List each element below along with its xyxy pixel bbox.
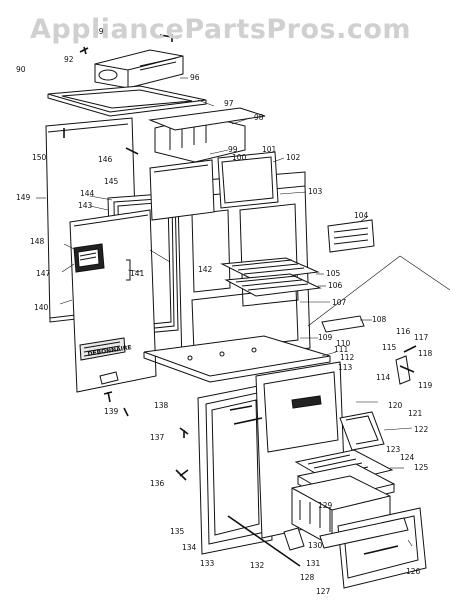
callout-122: 122 [414, 425, 429, 434]
callout-124: 124 [400, 453, 415, 462]
callout-149: 149 [16, 193, 31, 202]
callout-119: 119 [418, 381, 433, 390]
callout-133: 133 [200, 559, 215, 568]
callout-103: 103 [308, 187, 323, 196]
callout-138: 138 [154, 401, 169, 410]
callout-142: 142 [198, 265, 213, 274]
callout-97: 97 [224, 99, 234, 108]
callout-141: 141 [130, 269, 145, 278]
callout-109: 109 [318, 333, 333, 342]
door-outer-panel [69, 209, 157, 393]
callout-137: 137 [150, 433, 165, 442]
callout-115: 115 [382, 343, 397, 352]
callout-144: 144 [80, 189, 95, 198]
control-housing [94, 49, 184, 89]
callout-112: 112 [340, 353, 355, 362]
callout-107: 107 [332, 298, 347, 307]
callout-labels: 89 90 92 96 97 98 99 100 101 102 103 104… [16, 27, 433, 596]
callout-127: 127 [316, 587, 331, 596]
handle-bar [229, 405, 263, 425]
callout-146: 146 [98, 155, 113, 164]
hinge-assembly [395, 345, 417, 385]
callout-102: 102 [286, 153, 301, 162]
callout-125: 125 [414, 463, 429, 472]
callout-123: 123 [386, 445, 401, 454]
callout-134: 134 [182, 543, 197, 552]
callout-132: 132 [250, 561, 265, 570]
drawer-rail [227, 515, 305, 567]
bracket-108 [321, 315, 365, 333]
callout-106: 106 [328, 281, 343, 290]
callout-135: 135 [170, 527, 185, 536]
callout-139: 139 [104, 407, 119, 416]
leader-lines [36, 77, 413, 547]
callout-140: 140 [34, 303, 49, 312]
callout-147: 147 [36, 269, 51, 278]
door-hinge [99, 371, 119, 403]
guide-line [307, 255, 450, 327]
callout-145: 145 [104, 177, 119, 186]
callout-121: 121 [408, 409, 423, 418]
door-window [73, 243, 105, 273]
callout-143: 143 [78, 201, 93, 210]
oven-racks [220, 257, 322, 297]
watermark-logo: AppliancePartsPros.com [30, 14, 412, 45]
callout-100: 100 [232, 153, 247, 162]
broiler-box [339, 411, 385, 451]
callout-101: 101 [262, 145, 277, 154]
vent-assembly [148, 107, 266, 163]
lower-door-frame [197, 383, 273, 555]
screw-top [79, 34, 179, 55]
callout-129: 129 [318, 501, 333, 510]
callout-120: 120 [388, 401, 403, 410]
callout-148: 148 [30, 237, 45, 246]
callout-130: 130 [308, 541, 323, 550]
callout-92: 92 [64, 55, 74, 64]
callout-110: 110 [336, 339, 351, 348]
callout-105: 105 [326, 269, 341, 278]
callout-98: 98 [254, 113, 264, 122]
callout-117: 117 [414, 333, 429, 342]
base-plate [143, 335, 331, 383]
upper-back-panel [149, 151, 279, 221]
callout-96: 96 [190, 73, 200, 82]
callout-118: 118 [418, 349, 433, 358]
callout-99: 99 [228, 145, 238, 154]
callout-114: 114 [376, 373, 391, 382]
callout-111: 111 [334, 345, 349, 354]
callout-89: 89 [94, 27, 104, 36]
callout-128: 128 [300, 573, 315, 582]
callout-113: 113 [338, 363, 353, 372]
callout-126: 126 [406, 567, 421, 576]
side-vent-panel [327, 219, 375, 253]
storage-drawer [319, 507, 427, 589]
callout-90: 90 [16, 65, 26, 74]
callout-104: 104 [354, 211, 369, 220]
callout-108: 108 [372, 315, 387, 324]
top-frame [47, 85, 207, 117]
callout-136: 136 [150, 479, 165, 488]
callout-131: 131 [306, 559, 321, 568]
callout-116: 116 [396, 327, 411, 336]
small-hardware [63, 128, 189, 481]
callout-150: 150 [32, 153, 47, 162]
